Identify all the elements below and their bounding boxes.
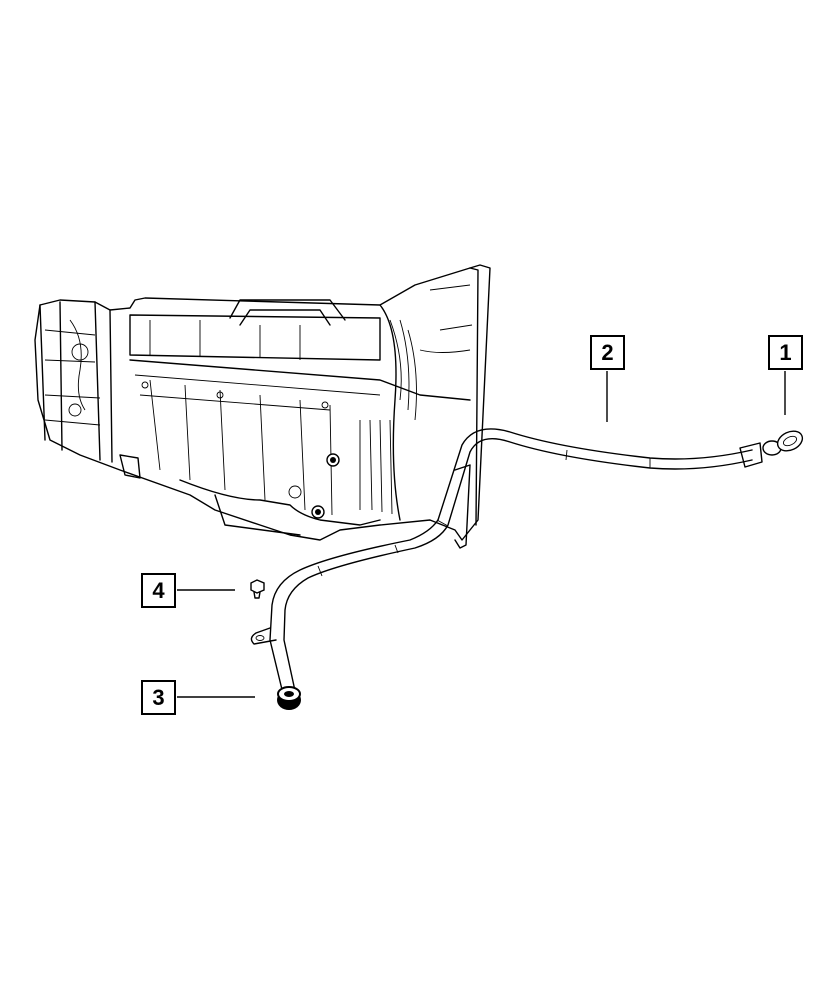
bolt [250, 579, 265, 599]
callout-3: 3 [141, 680, 176, 715]
dipstick [739, 430, 804, 468]
seal-grommet [277, 686, 301, 710]
transmission-body [34, 264, 491, 541]
callout-4: 4 [141, 573, 176, 608]
callout-1: 1 [768, 335, 803, 370]
callout-2: 2 [590, 335, 625, 370]
oil-fill-tube [250, 428, 753, 705]
